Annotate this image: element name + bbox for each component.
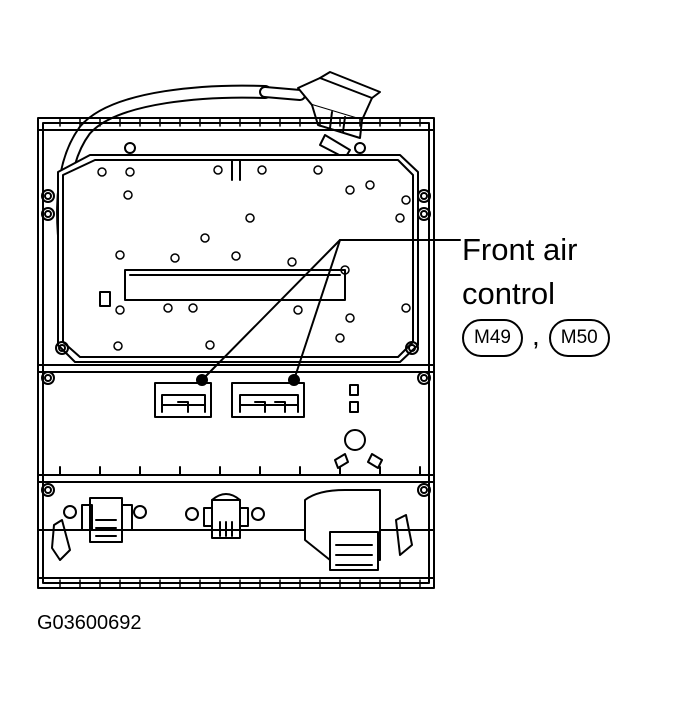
bottom-connector-center [185, 493, 265, 539]
connector-id-row: M49 , M50 [462, 318, 610, 358]
callout-label: Front air control [462, 228, 672, 316]
connector-socket-m49 [154, 382, 212, 418]
control-unit-panel [37, 117, 435, 589]
connector-badge-m49: M49 [462, 319, 523, 357]
harness-plug [297, 71, 381, 159]
leader-lines [196, 239, 461, 386]
callout-line-2: control [462, 276, 556, 311]
connector-separator: , [531, 320, 540, 351]
connector-badge-m50: M50 [548, 319, 610, 357]
callout-line-1: Front air [462, 232, 578, 267]
mounting-holes [41, 142, 431, 497]
bottom-clip-left [51, 519, 71, 561]
bottom-connector-right [304, 489, 413, 571]
bottom-connector-left [63, 497, 147, 543]
circuit-board [57, 154, 419, 363]
figure-id: G03600692 [37, 612, 142, 634]
connector-socket-m50 [231, 382, 305, 418]
